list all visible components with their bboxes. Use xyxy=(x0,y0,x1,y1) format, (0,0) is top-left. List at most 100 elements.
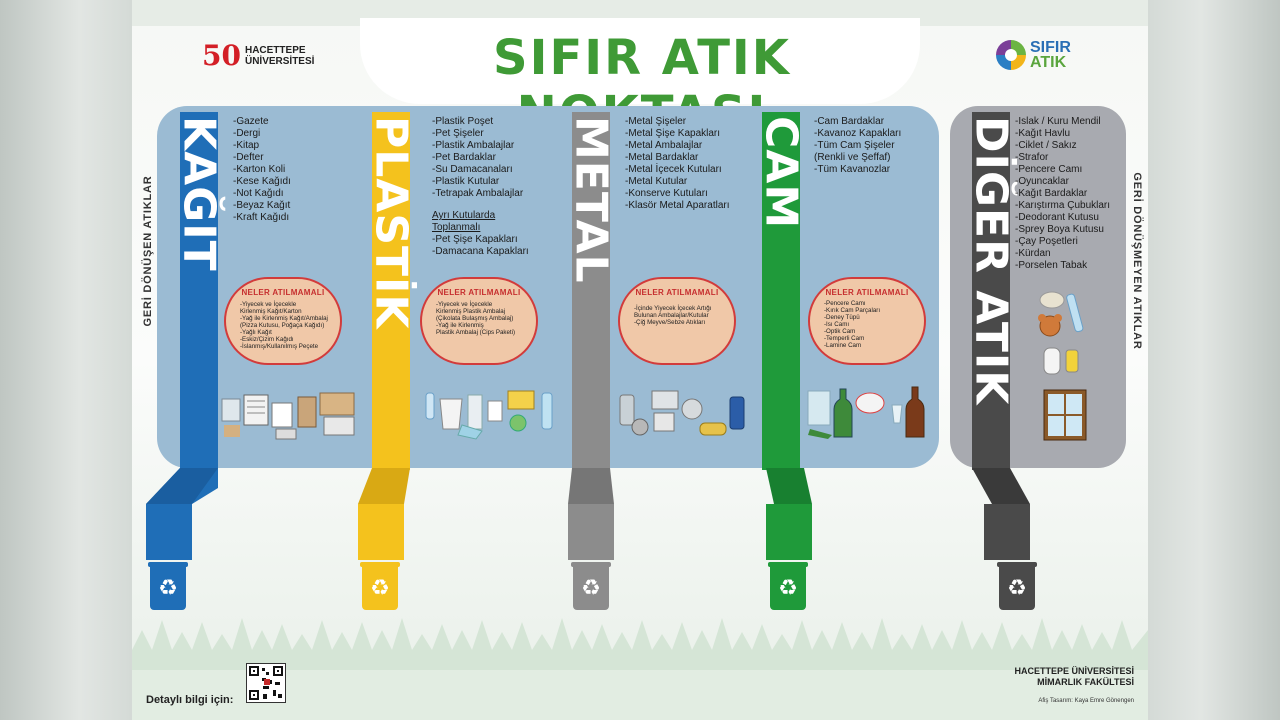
category-title-diger: DİĞER ATIK xyxy=(965,116,1017,406)
not-item: Plastik Ambalaj (Cips Paketi) xyxy=(436,329,516,336)
list-item: -Cam Bardaklar xyxy=(814,116,885,127)
list-plastik: -Plastik Poşet -Pet Şişeler -Plastik Amb… xyxy=(432,116,529,258)
list-item: -Metal Şişeler xyxy=(625,116,687,127)
list-item: -Kraft Kağıdı xyxy=(233,212,290,223)
list-item: -Beyaz Kağıt xyxy=(233,200,291,211)
list-item: -Çay Poşetleri xyxy=(1015,236,1078,247)
list-metal: -Metal Şişeler -Metal Şişe Kapakları -Me… xyxy=(625,116,730,212)
qr-code[interactable] xyxy=(246,663,286,703)
list-item: -Pet Bardaklar xyxy=(432,152,496,163)
not-item: -Yiyecek ve İçecekle xyxy=(436,301,493,308)
not-heading: NELER ATILMAMALI xyxy=(437,288,521,297)
pipe-kagit xyxy=(146,468,218,560)
list-item: -Klasör Metal Aparatları xyxy=(625,200,730,211)
list-item: -Defter xyxy=(233,152,264,163)
list-item: -Strafor xyxy=(1015,152,1049,163)
paper-items-illustration xyxy=(221,392,355,440)
side-label-recyclable: GERİ DÖNÜŞEN ATIKLAR xyxy=(142,175,154,327)
header-cap xyxy=(360,18,920,104)
bar-plastik: PLASTİK xyxy=(366,112,417,470)
list-item: -Karton Koli xyxy=(233,164,286,175)
list-item: -Su Damacanaları xyxy=(432,164,513,175)
not-box-plastik: NELER ATILMAMALI -Yiyecek ve İçecekle Ki… xyxy=(420,277,538,365)
bin-metal: ♻ xyxy=(571,562,611,610)
not-item: -Kırık Cam Parçaları xyxy=(824,307,881,314)
metal-items-illustration xyxy=(619,390,745,436)
side-label-right: GERİ DÖNÜŞMEYEN ATIKLAR xyxy=(1127,150,1147,380)
category-title-kagit: KAĞIT xyxy=(173,116,225,272)
list-item: -Kese Kağıdı xyxy=(233,176,291,187)
bar-metal: METAL xyxy=(566,112,617,470)
category-title-metal: METAL xyxy=(565,116,617,284)
faculty-line2: MİMARLIK FAKÜLTESİ xyxy=(1037,677,1134,687)
list-item: (Renkli ve Şeffaf) xyxy=(814,152,891,163)
list-item: -Kavanoz Kapakları xyxy=(814,128,902,139)
list-item: -Dergi xyxy=(233,128,261,139)
sifir-atik-logo-line1: SIFIR xyxy=(1030,39,1071,56)
list-item: -Pencere Camı xyxy=(1015,164,1083,175)
sifir-atik-logo-line2: ATIK xyxy=(1030,54,1067,71)
not-item: -Deney Tüpü xyxy=(824,314,860,321)
not-item: Kirlenmiş Plastik Ambalaj xyxy=(436,308,506,315)
bar-cam: CAM xyxy=(756,112,807,470)
plastic-items-illustration xyxy=(425,390,553,440)
not-item: (Pizza Kutusu, Poğaça Kağıdı) xyxy=(240,322,325,329)
list-item: -Metal Bardaklar xyxy=(625,152,699,163)
list-item: -Karıştırma Çubukları xyxy=(1015,200,1111,211)
hacettepe-logo-line2: ÜNİVERSİTESİ xyxy=(244,56,315,67)
poster: SIFIR ATIK NOKTASI 50 HACETTEPE ÜNİVERSİ… xyxy=(132,0,1148,720)
list-item: -Islak / Kuru Mendil xyxy=(1015,116,1101,127)
not-item: -Eskiz/Çizim Kağıdı xyxy=(240,336,294,343)
recycle-icon: ♻ xyxy=(581,575,601,600)
hacettepe-logo-line1: HACETTEPE xyxy=(244,45,306,56)
list-item: -Plastik Kutular xyxy=(432,176,500,187)
not-item: -Yağ ile Kirlenmiş xyxy=(436,322,484,329)
not-item: Bulunan Ambalajlar/Kutular xyxy=(634,312,709,319)
not-item: -Lamine Cam xyxy=(824,342,862,349)
list-item: -Tüm Kavanozlar xyxy=(814,164,891,175)
pipe-plastik xyxy=(358,468,410,560)
not-item: Kirlenmiş Kağıt/Karton xyxy=(240,308,302,315)
not-item: -Isı Camı xyxy=(824,321,850,328)
bar-kagit: KAĞIT xyxy=(174,112,225,470)
hacettepe-logo: 50 HACETTEPE ÜNİVERSİTESİ xyxy=(202,42,314,70)
list-item: -Metal Kutular xyxy=(625,176,688,187)
bin-kagit: ♻ xyxy=(148,562,188,610)
list-item: -Kürdan xyxy=(1015,248,1051,259)
list-cam: -Cam Bardaklar -Kavanoz Kapakları -Tüm C… xyxy=(814,116,901,176)
list-diger: -Islak / Kuru Mendil -Kağıt Havlu -Cikle… xyxy=(1015,116,1110,272)
not-heading: NELER ATILMAMALI xyxy=(241,288,325,297)
forest-silhouette xyxy=(132,618,1148,720)
pipe-cam xyxy=(766,468,812,560)
list-item: -Sprey Boya Kutusu xyxy=(1015,224,1104,235)
list-item: -Plastik Ambalajlar xyxy=(432,140,515,151)
list-item: -Tetrapak Ambalajlar xyxy=(432,188,524,199)
not-item: -Yağlı Kağıt xyxy=(240,329,272,336)
side-label-left: GERİ DÖNÜŞEN ATIKLAR xyxy=(138,140,158,370)
footer-info-label: Detaylı bilgi için: xyxy=(146,694,234,706)
bin-diger: ♻ xyxy=(997,562,1037,610)
recycle-flower-icon xyxy=(996,40,1026,70)
not-item: -Çiğ Meyve/Sebze Atıkları xyxy=(634,319,706,326)
not-item: -Temperli Cam xyxy=(824,335,865,342)
recycle-icon: ♻ xyxy=(778,575,798,600)
faculty-label: HACETTEPE ÜNİVERSİTESİ MİMARLIK FAKÜLTES… xyxy=(974,666,1134,688)
hacettepe-50-mark: 50 xyxy=(202,39,241,72)
list-item: -Ciklet / Sakız xyxy=(1015,140,1077,151)
list-item: -Metal Şişe Kapakları xyxy=(625,128,721,139)
list-item: -Gazete xyxy=(233,116,269,127)
list-item: -Tüm Cam Şişeler xyxy=(814,140,895,151)
bin-plastik: ♻ xyxy=(360,562,400,610)
recycle-icon: ♻ xyxy=(158,575,178,600)
not-box-cam: NELER ATILMAMALI -Pencere Camı -Kırık Ca… xyxy=(808,277,926,365)
not-item: -Yiyecek ve İçecekle xyxy=(240,301,297,308)
not-box-metal: NELER ATILMAMALI -İçinde Yiyecek İçecek … xyxy=(618,277,736,365)
not-item: -Pencere Camı xyxy=(824,300,866,307)
extra-heading: Toplanmalı xyxy=(432,222,481,233)
list-item: -Not Kağıdı xyxy=(233,188,284,199)
list-item: -Pet Şişeler xyxy=(432,128,484,139)
other-items-illustration xyxy=(1038,291,1087,441)
bin-cam: ♻ xyxy=(768,562,808,610)
not-box-kagit: NELER ATILMAMALI -Yiyecek ve İçecekle Ki… xyxy=(224,277,342,365)
pipe-metal xyxy=(568,468,614,560)
